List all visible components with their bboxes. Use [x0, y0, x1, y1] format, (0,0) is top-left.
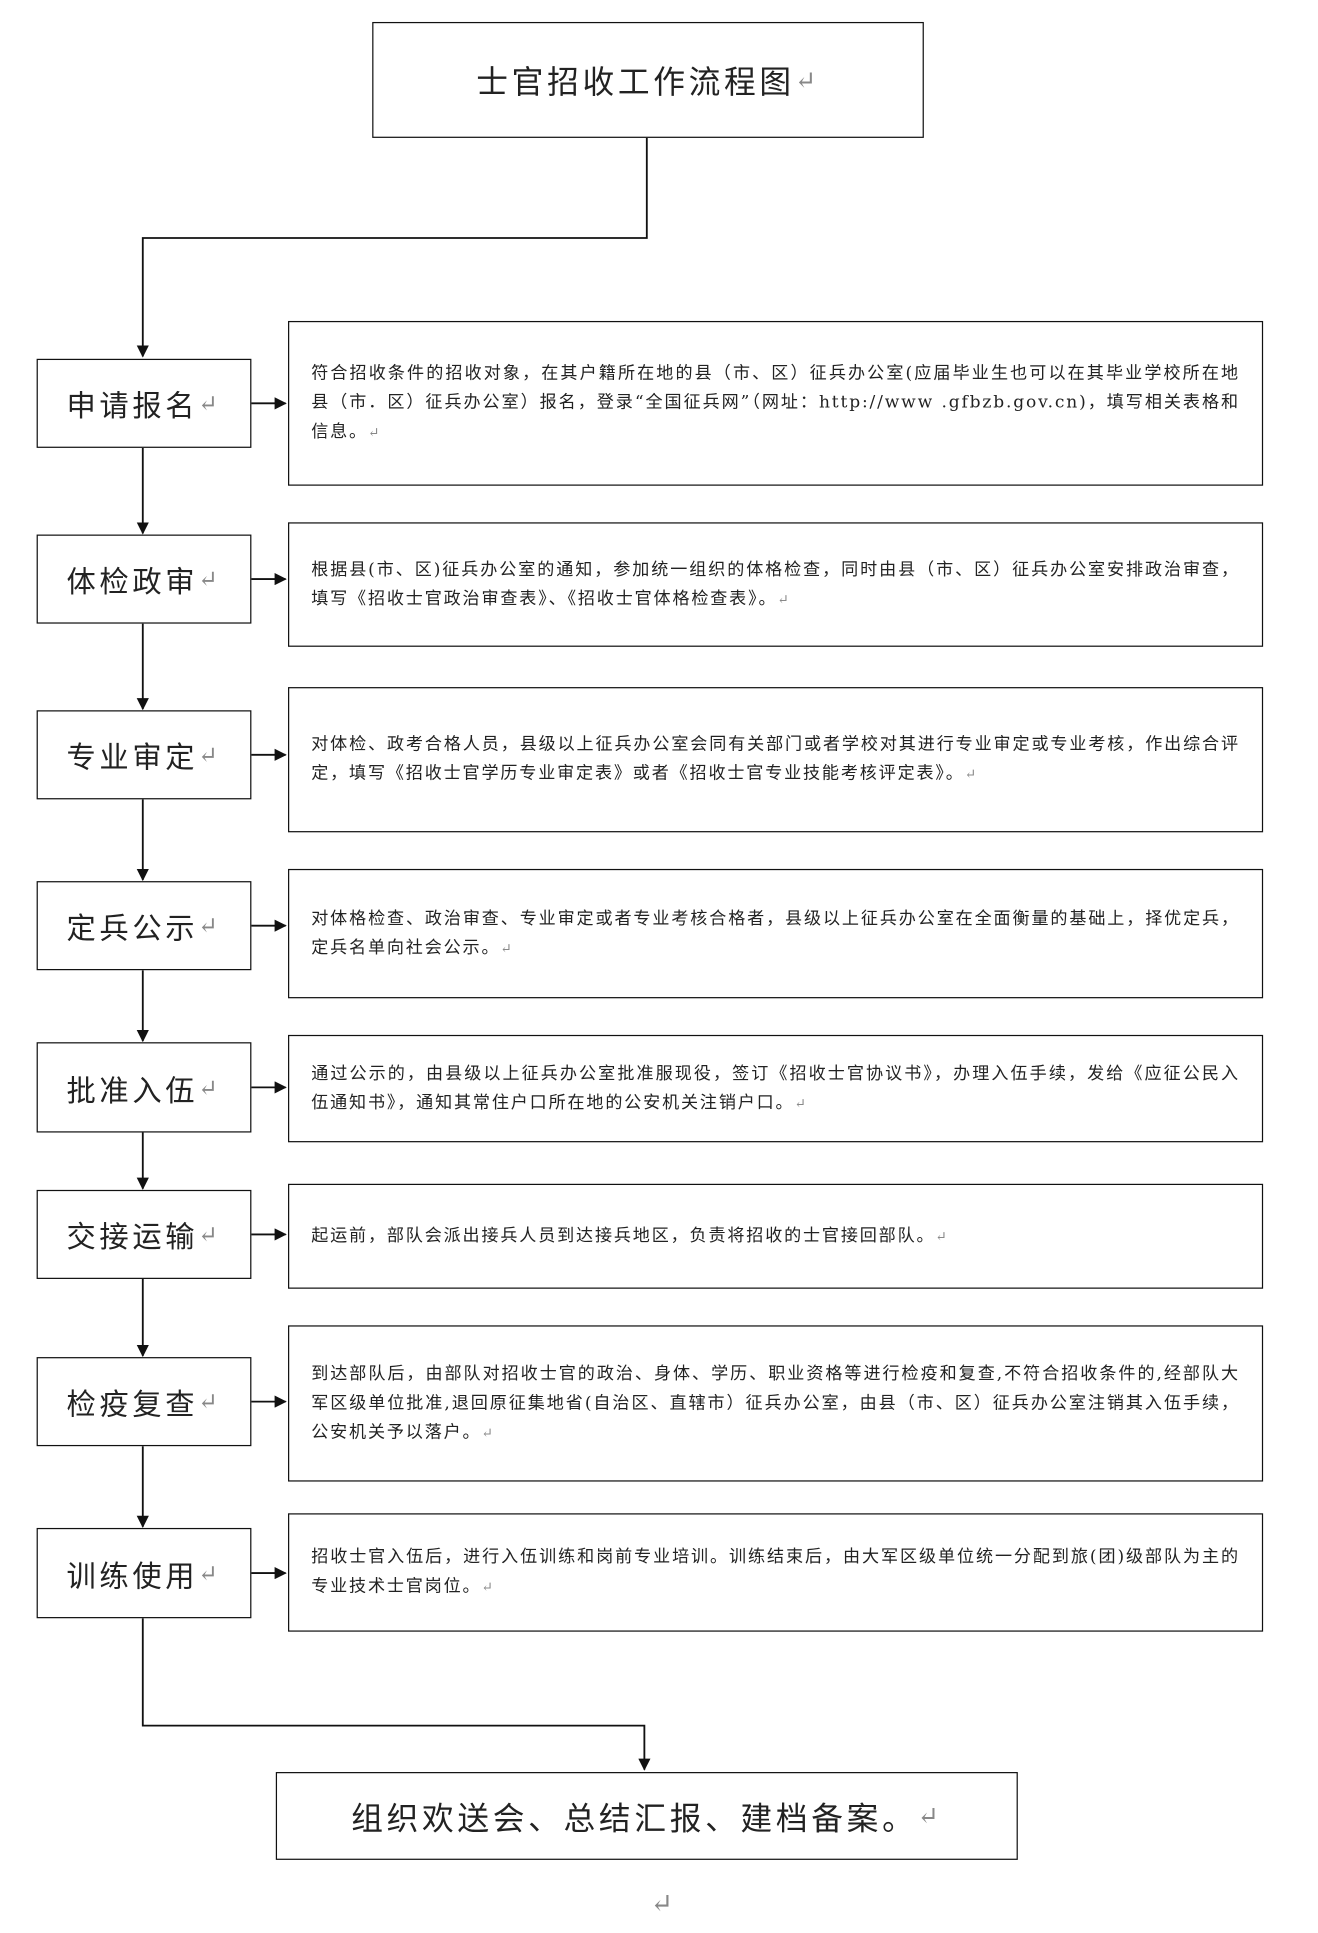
step-label: 批准入伍	[66, 1073, 199, 1108]
step-description-box: 对体格检查、政治审查、专业审定或者专业考核合格者，县级以上征兵办公室在全面衡量的…	[288, 868, 1264, 999]
step-label: 检疫复查	[66, 1387, 199, 1422]
paragraph-mark: ↵	[198, 565, 222, 594]
paragraph-mark: ↵	[198, 740, 222, 769]
step-box: 专业审定↵	[36, 710, 252, 800]
step-box: 申请报名↵	[36, 358, 252, 448]
title-text: 士官招收工作流程图	[476, 64, 795, 102]
step-box: 训练使用↵	[36, 1527, 252, 1619]
paragraph-mark: ↵	[917, 1801, 943, 1831]
paragraph-mark: ↵	[794, 65, 820, 95]
step-description: 对体格检查、政治审查、专业审定或者专业考核合格者，县级以上征兵办公室在全面衡量的…	[311, 908, 1240, 958]
step-description-box: 通过公示的，由县级以上征兵办公室批准服现役，签订《招收士官协议书》，办理入伍手续…	[288, 1034, 1264, 1143]
trailing-paragraph-mark: ↵	[650, 1889, 673, 1920]
step-description: 招收士官入伍后，进行入伍训练和岗前专业培训。训练结束后，由大军区级单位统一分配到…	[311, 1547, 1240, 1597]
paragraph-mark: ↵	[777, 591, 791, 608]
paragraph-mark: ↵	[198, 1220, 222, 1249]
step-description: 起运前，部队会派出接兵人员到达接兵地区，负责将招收的士官接回部队。	[311, 1225, 936, 1246]
step-label: 定兵公示	[66, 911, 199, 946]
final-text: 组织欢送会、总结汇报、建档备案。	[351, 1800, 918, 1838]
step-label: 训练使用	[66, 1559, 199, 1594]
step-description: 通过公示的，由县级以上征兵办公室批准服现役，签订《招收士官协议书》，办理入伍手续…	[311, 1063, 1240, 1113]
connector-arrow	[136, 137, 648, 358]
paragraph-mark: ↵	[481, 1579, 495, 1596]
paragraph-mark: ↵	[794, 1095, 808, 1112]
step-box: 定兵公示↵	[36, 881, 252, 971]
step-description-box: 起运前，部队会派出接兵人员到达接兵地区，负责将招收的士官接回部队。↵	[288, 1183, 1264, 1289]
step-description: 对体检、政考合格人员，县级以上征兵办公室会同有关部门或者学校对其进行专业审定或专…	[311, 734, 1240, 784]
paragraph-mark: ↵	[198, 1387, 222, 1416]
step-box: 批准入伍↵	[36, 1042, 252, 1133]
step-label: 体检政审	[66, 565, 199, 600]
paragraph-mark: ↵	[481, 1424, 495, 1441]
step-description: 根据县(市、区)征兵办公室的通知，参加统一组织的体格检查，同时由县（市、区）征兵…	[311, 559, 1240, 609]
paragraph-mark: ↵	[198, 1559, 222, 1588]
paragraph-mark: ↵	[367, 424, 382, 441]
paragraph-mark: ↵	[198, 911, 222, 940]
final-box: 组织欢送会、总结汇报、建档备案。↵	[275, 1772, 1018, 1860]
step-description-box: 招收士官入伍后，进行入伍训练和岗前专业培训。训练结束后，由大军区级单位统一分配到…	[288, 1513, 1264, 1632]
step-label: 申请报名	[66, 389, 199, 424]
step-label: 专业审定	[66, 740, 199, 775]
title-box: 士官招收工作流程图↵	[372, 21, 924, 138]
step-description: 到达部队后，由部队对招收士官的政治、身体、学历、职业资格等进行检疫和复查,不符合…	[311, 1363, 1240, 1442]
step-label: 交接运输	[66, 1220, 199, 1255]
connector-arrow	[141, 1618, 651, 1771]
paragraph-mark: ↵	[198, 1073, 222, 1102]
paragraph-mark: ↵	[964, 766, 978, 783]
step-description: 符合招收条件的招收对象，在其户籍所在地的县（市、区）征兵办公室(应届毕业生也可以…	[311, 363, 1240, 442]
paragraph-mark: ↵	[500, 940, 514, 957]
step-description-box: 对体检、政考合格人员，县级以上征兵办公室会同有关部门或者学校对其进行专业审定或专…	[288, 687, 1264, 833]
paragraph-mark: ↵	[935, 1228, 949, 1245]
paragraph-mark: ↵	[198, 389, 222, 418]
step-description-box: 符合招收条件的招收对象，在其户籍所在地的县（市、区）征兵办公室(应届毕业生也可以…	[288, 320, 1264, 486]
step-box: 检疫复查↵	[36, 1357, 252, 1447]
step-box: 交接运输↵	[36, 1189, 252, 1279]
step-box: 体检政审↵	[36, 534, 252, 624]
step-description-box: 根据县(市、区)征兵办公室的通知，参加统一组织的体格检查，同时由县（市、区）征兵…	[288, 522, 1264, 647]
step-description-box: 到达部队后，由部队对招收士官的政治、身体、学历、职业资格等进行检疫和复查,不符合…	[288, 1325, 1264, 1482]
